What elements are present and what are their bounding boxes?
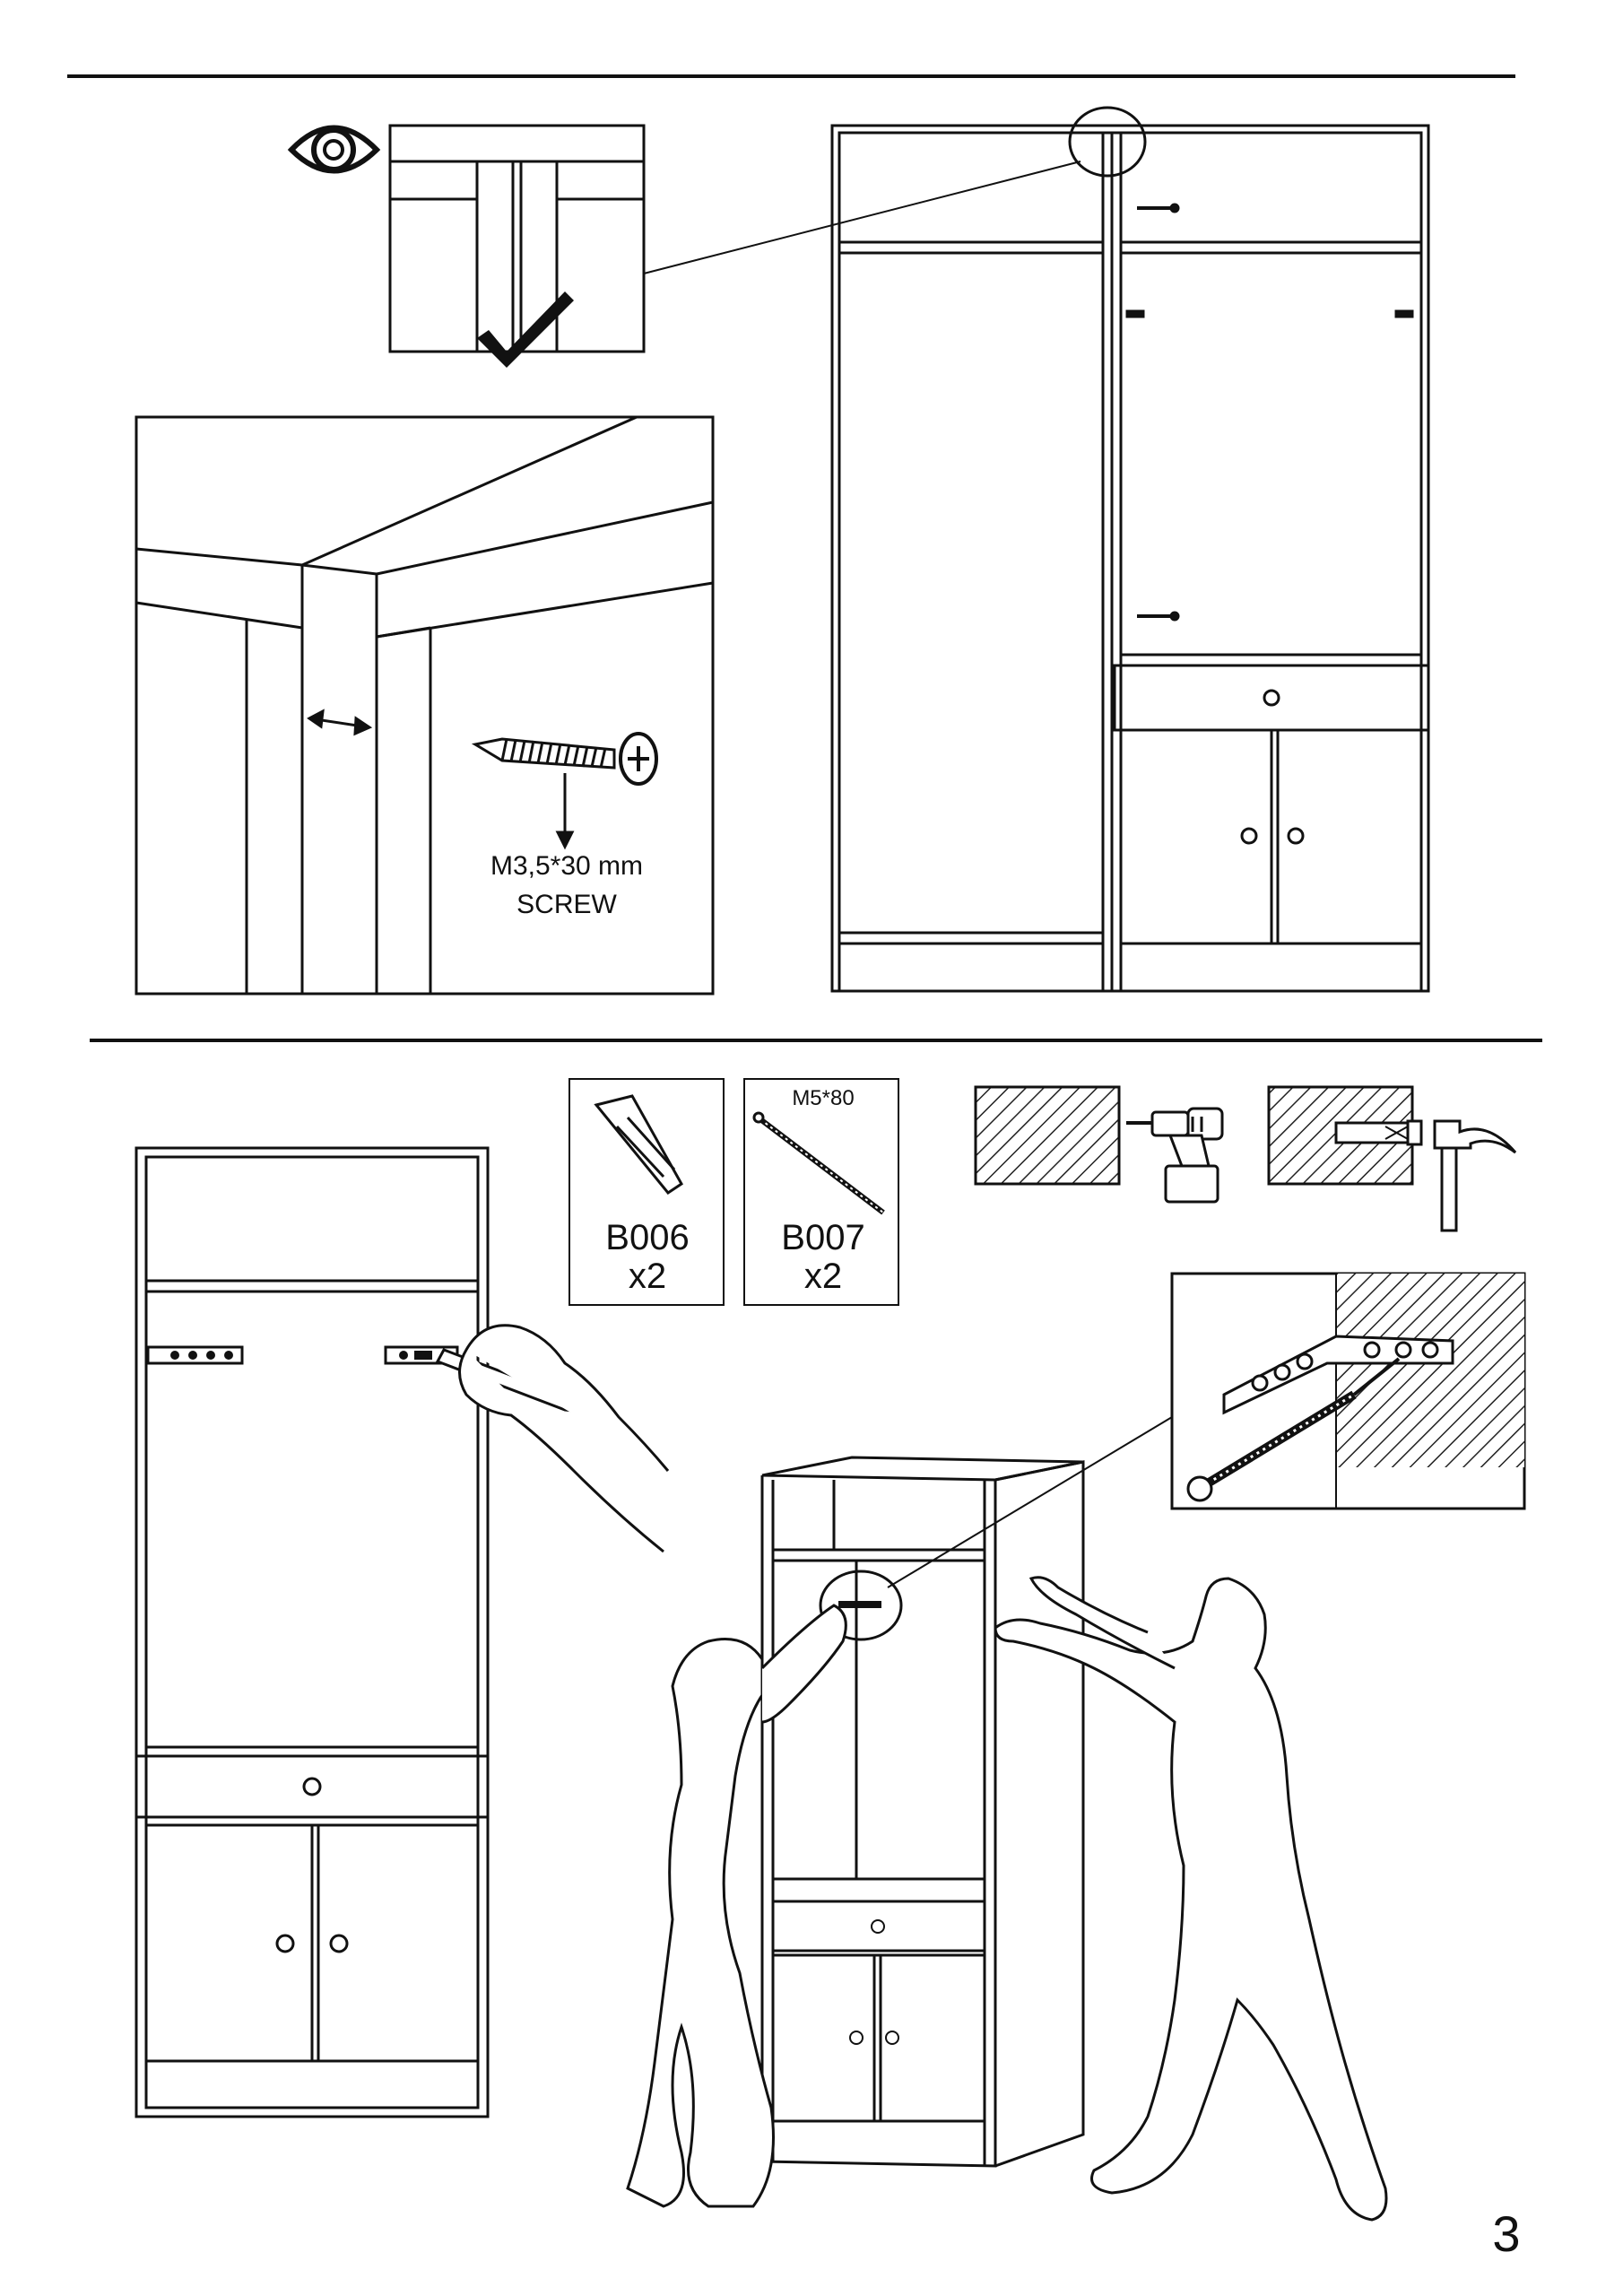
plug-in-wall [1334,1119,1423,1146]
joint-highlight-circle [1068,106,1147,178]
wall-block [974,1085,1121,1186]
part-qty: x2 [804,1257,842,1296]
person-left-arm [760,1604,847,1724]
center-cabinet-knobs [849,1919,899,2045]
cabinet-being-lifted [760,1456,1085,2168]
part-qty: x2 [629,1257,666,1296]
wardrobe-screw-marks [1125,203,1414,622]
bracket-mark [838,1601,881,1608]
eye-icon [287,125,381,174]
person-right-arm [1028,1576,1176,1670]
single-cabinet-drawing [135,1146,490,2118]
page-number: 3 [1492,2205,1520,2262]
long-screw-icon [752,1111,885,1215]
down-arrow-icon [555,773,575,850]
hand-with-pencil [435,1324,670,1553]
part-code: B007 [781,1218,864,1257]
wall-bracket-left [146,1345,244,1365]
gap-double-arrow-icon [307,709,373,736]
bracket-highlight-circle [819,1570,903,1641]
part-card-b006: B006 x2 [568,1078,725,1306]
double-wardrobe-drawing [830,124,1430,993]
screw-size-label: M3,5*30 mm [490,851,643,881]
screw-name-label: SCREW [516,890,617,919]
part-card-b007: M5*80 B007 x2 [743,1078,899,1306]
checkmark-icon [477,291,574,368]
bracket-detail-inset [1170,1272,1526,1510]
wall-plug-icon [594,1094,683,1196]
screw-icon [471,732,658,786]
person-left-silhouette [626,1638,775,2208]
joint-detail-inset [388,124,646,353]
callout-leader [643,161,1081,274]
corner-closeup-panel [135,415,715,996]
drill-icon [1126,1107,1224,1204]
part-code: B006 [605,1218,689,1257]
hammer-icon [1433,1119,1517,1232]
bracket-callout-leader [887,1416,1173,1588]
part-spec: M5*80 [792,1086,854,1110]
person-right-silhouette [994,1577,1388,2222]
wardrobe-knobs [1240,689,1305,845]
cabinet-knobs [275,1777,349,1953]
